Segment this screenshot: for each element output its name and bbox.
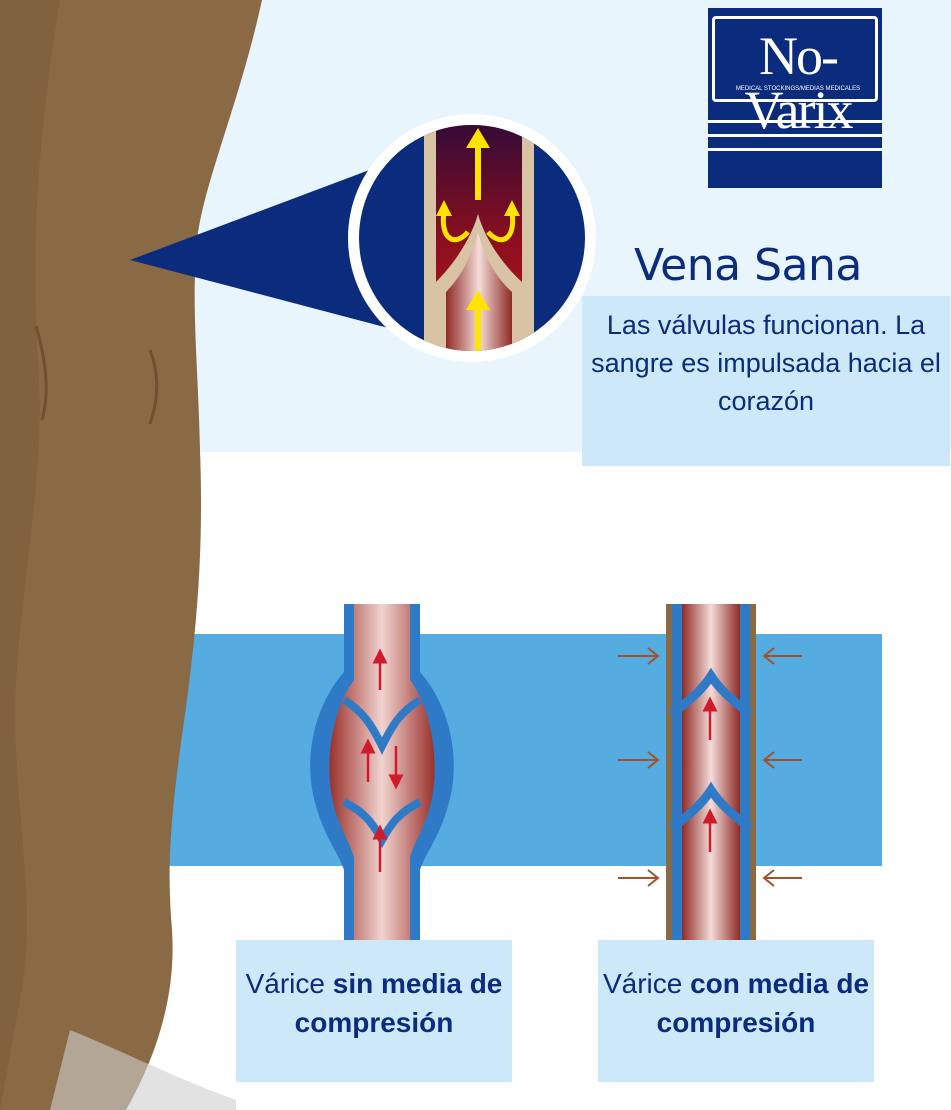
logo-stripe — [708, 148, 882, 151]
caption-without-compression: Várice sin media de compresión — [236, 940, 512, 1082]
caption-bold: sin media de compresión — [295, 968, 503, 1038]
logo-stripe — [708, 120, 882, 123]
caption-prefix: Várice — [603, 968, 682, 999]
healthy-vein-title: Vena Sana — [634, 234, 874, 298]
caption-with-compression: Várice con media de compresión — [598, 940, 874, 1082]
varicose-vein-with-compression — [618, 604, 802, 940]
logo-frame: No-Varix MEDICAL STOCKINGS/MEDIAS MEDICA… — [712, 16, 878, 102]
caption-bold: con media de compresión — [657, 968, 869, 1038]
healthy-vein-caption: Las válvulas funcionan. La sangre es imp… — [582, 296, 950, 466]
varicose-vein-without-compression — [310, 604, 454, 940]
caption-prefix: Várice — [246, 968, 325, 999]
logo-tagline: MEDICAL STOCKINGS/MEDIAS MEDICALES — [715, 85, 881, 93]
logo-stripe — [708, 134, 882, 137]
brand-logo: No-Varix MEDICAL STOCKINGS/MEDIAS MEDICA… — [708, 8, 882, 188]
